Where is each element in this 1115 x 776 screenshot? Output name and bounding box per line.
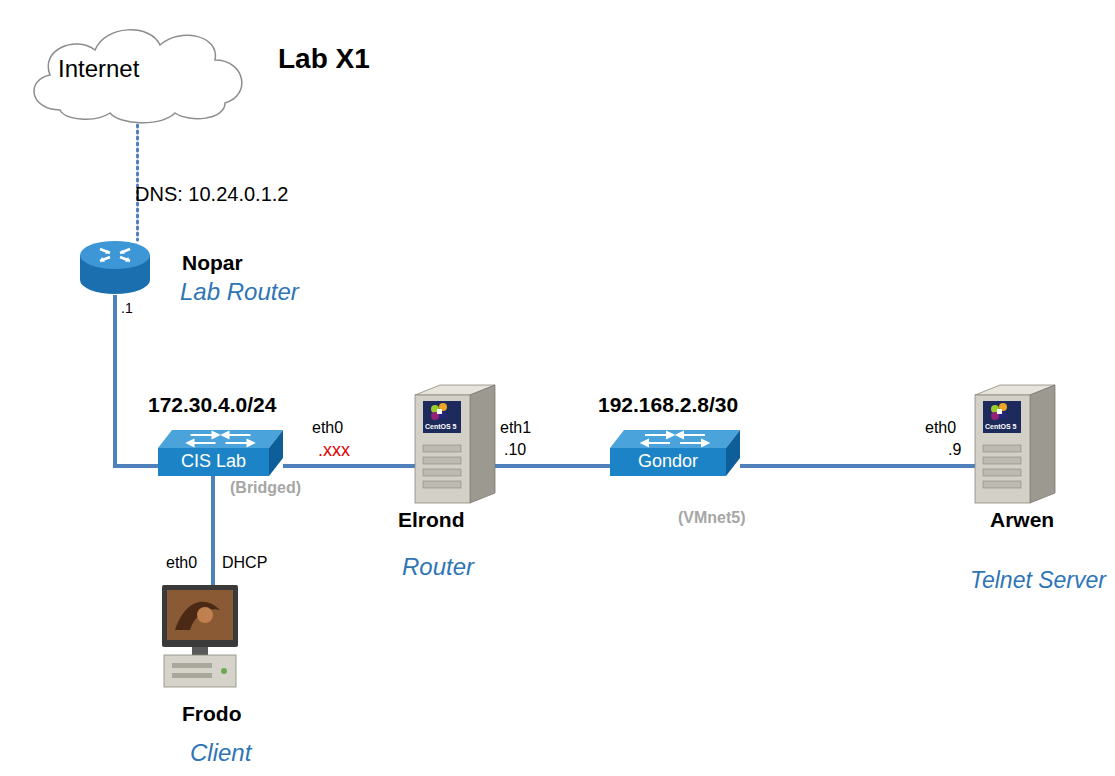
diagram-title: Lab X1: [278, 42, 370, 76]
icon-part: [197, 607, 213, 623]
device-role: Router: [402, 553, 474, 582]
icon-part: [983, 469, 1021, 476]
subnet-label: 192.168.2.8/30: [598, 392, 738, 417]
interface-name: eth0: [925, 418, 956, 437]
cloud-label: Internet: [58, 55, 139, 84]
switch-icon: 192.168.2.8/30Gondor(VMnet5): [610, 430, 740, 476]
interface-address: DHCP: [222, 553, 267, 572]
icon-part: [213, 432, 219, 438]
switch-name: CIS Lab: [158, 451, 269, 473]
icon-part: [610, 448, 726, 476]
icon-part: [677, 432, 683, 438]
icon-part: [423, 457, 461, 464]
icon-part: [125, 257, 130, 262]
icon-part: [120, 257, 130, 261]
icon-part: [269, 430, 283, 476]
icon-part: [100, 250, 130, 262]
server-icon-art: [415, 385, 495, 503]
os-logo: CentOS 5: [425, 423, 457, 431]
icon-part: [423, 445, 461, 452]
server-icon: CentOS 5ElrondRouter: [415, 385, 495, 503]
icon-part: [120, 250, 125, 254]
icon-part: [983, 481, 1021, 488]
network-mode: (VMnet5): [678, 508, 746, 527]
router-icon-art: [80, 240, 150, 295]
icon-part: [192, 647, 208, 655]
icon-part: [983, 457, 1021, 464]
network-link: [115, 295, 158, 466]
icon-part: [642, 440, 648, 446]
icon-part: [423, 401, 461, 433]
icon-part: [470, 385, 495, 503]
icon-part: [415, 395, 470, 503]
network-link: [740, 464, 975, 468]
client-computer-art: [160, 585, 240, 690]
icon-part: [437, 409, 442, 414]
icon-part: [100, 249, 110, 253]
interface-name: eth0: [166, 553, 197, 572]
icon-part: [223, 432, 229, 438]
icon-part: [983, 445, 1021, 452]
network-mode: (Bridged): [230, 478, 301, 497]
icon-part: [975, 395, 1030, 503]
subnet-label: 172.30.4.0/24: [148, 392, 276, 417]
icon-part: [983, 401, 1021, 433]
interface-address: .9: [948, 440, 961, 459]
device-name: Nopar: [182, 250, 243, 275]
network-link: [136, 119, 139, 240]
icon-part: [164, 655, 236, 687]
icon-part: [248, 440, 254, 446]
icon-part: [423, 469, 461, 476]
network-link: [211, 476, 215, 585]
switch-icon: 172.30.4.0/24CIS Lab(Bridged): [158, 430, 283, 476]
icon-part: [158, 430, 283, 448]
server-icon-art: [975, 385, 1055, 503]
icon-part: [167, 590, 233, 640]
interface-address: .10: [504, 440, 526, 459]
network-link: [283, 464, 415, 468]
interface-address: .xxx: [318, 440, 350, 462]
icon-part: [175, 602, 220, 630]
dns-note: DNS: 10.24.0.1.2: [135, 182, 288, 206]
icon-part: [172, 663, 212, 668]
switch-name: Gondor: [610, 451, 726, 473]
icon-part: [100, 257, 110, 261]
icon-part: [120, 249, 130, 253]
device-name: Elrond: [398, 507, 465, 532]
icon-part: [1030, 385, 1055, 503]
os-logo: CentOS 5: [985, 423, 1017, 431]
icon-part: [80, 241, 150, 269]
icon-part: [702, 440, 708, 446]
icon-part: [105, 250, 110, 254]
icon-part: [610, 430, 740, 448]
icon-part: [158, 448, 269, 476]
icon-part: [172, 673, 212, 678]
icon-part: [100, 249, 130, 261]
icon-part: [162, 585, 238, 647]
icon-part: [221, 668, 227, 674]
icon-part: [997, 409, 1002, 414]
interface-name: eth1: [500, 418, 531, 437]
icon-part: [423, 481, 461, 488]
network-link: [495, 464, 610, 468]
internet-cloud: Internet: [20, 15, 255, 125]
device-name: Arwen: [990, 507, 1054, 532]
interface-address: .1: [121, 300, 133, 317]
icon-part: [726, 430, 740, 476]
client-computer: FrodoClient: [160, 585, 240, 690]
device-role: Telnet Server: [970, 567, 1106, 595]
device-role: Client: [190, 739, 251, 768]
icon-part: [667, 432, 673, 438]
device-role: Lab Router: [180, 278, 299, 307]
icon-part: [188, 440, 194, 446]
router-icon: NoparLab Router: [80, 240, 150, 295]
server-icon: CentOS 5ArwenTelnet Server: [975, 385, 1055, 503]
icon-part: [642, 432, 708, 446]
icon-part: [188, 432, 254, 446]
icon-part: [100, 257, 105, 262]
interface-name: eth0: [312, 418, 343, 437]
icon-part: [34, 30, 242, 123]
device-name: Frodo: [182, 701, 241, 726]
